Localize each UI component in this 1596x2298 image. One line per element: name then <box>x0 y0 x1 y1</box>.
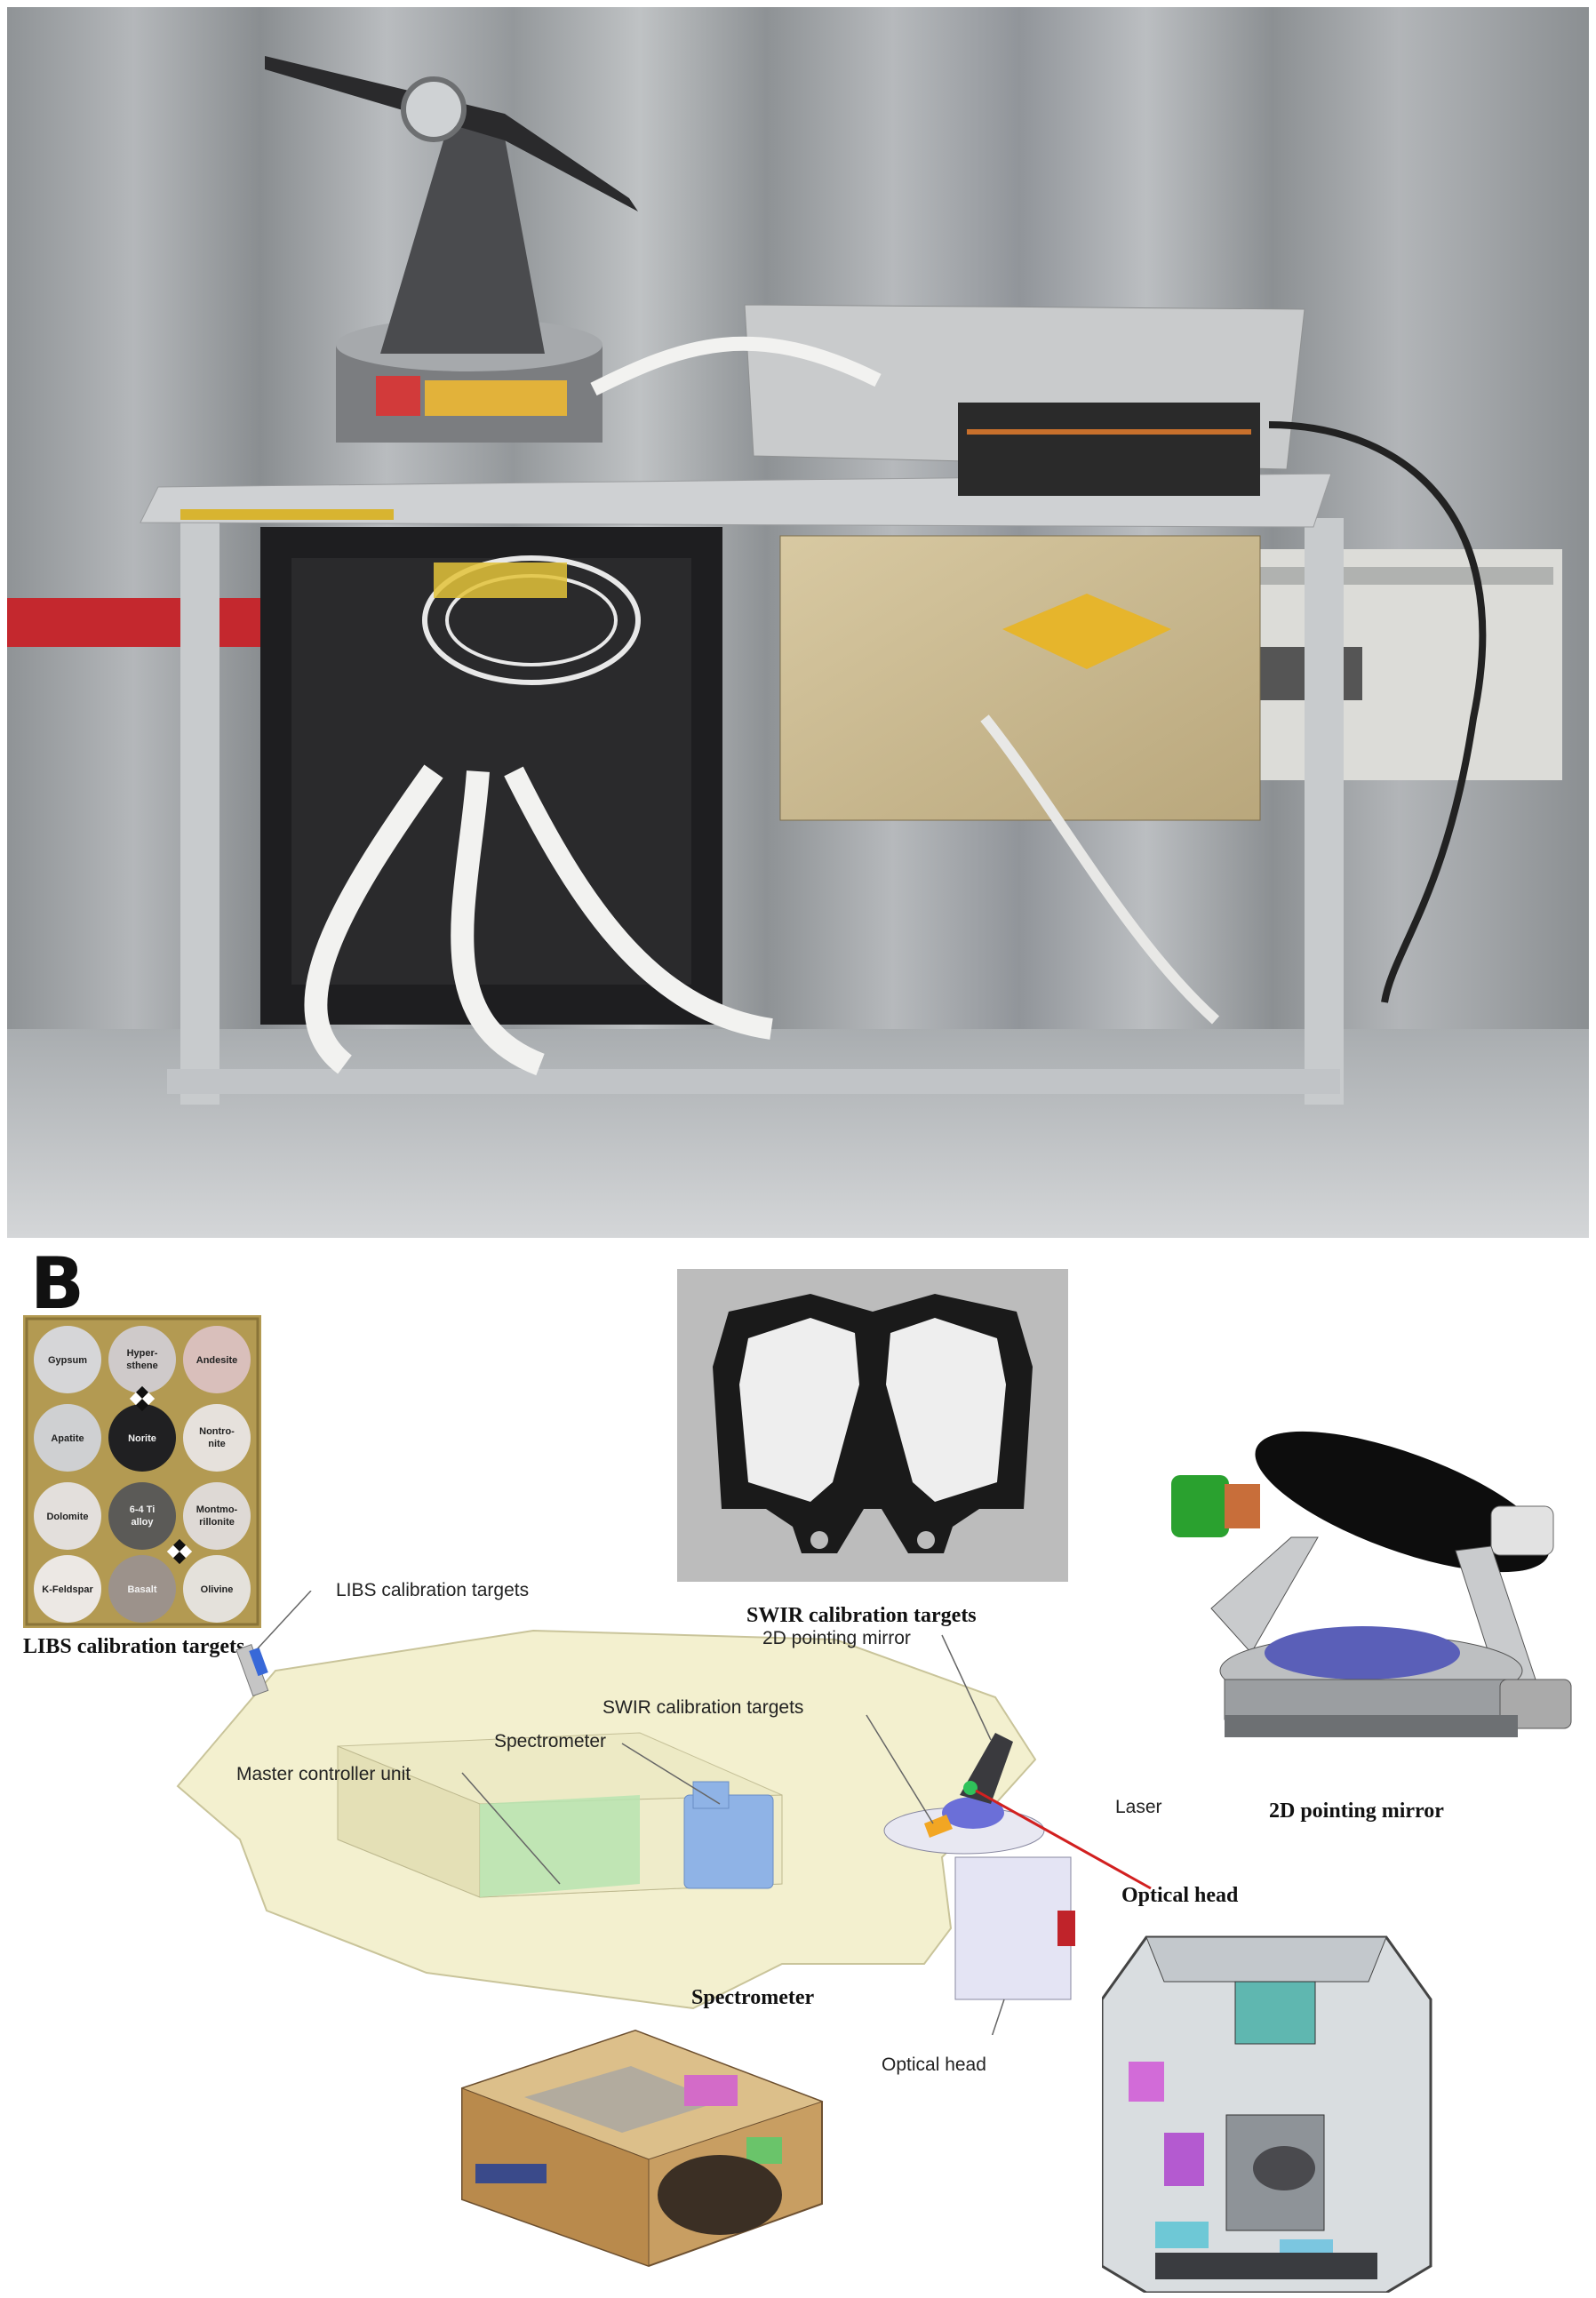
spectrometer-render <box>453 2013 831 2275</box>
callout-master-controller: Master controller unit <box>236 1764 411 1784</box>
callout-laser: Laser <box>1115 1797 1162 1817</box>
libs-target-label: alloy <box>131 1517 154 1528</box>
callout-optical-head: Optical head <box>882 2055 986 2075</box>
libs-target-label: Dolomite <box>46 1512 88 1522</box>
spectrometer-render-caption: Spectrometer <box>691 1986 815 2009</box>
rover-layout-diagram <box>176 1591 1152 2035</box>
libs-target-label: Nontro- <box>199 1426 235 1437</box>
swir-targets-photo <box>677 1269 1068 1582</box>
callout-swir-targets: SWIR calibration targets <box>602 1697 804 1718</box>
libs-target-label: K-Feldspar <box>42 1584 93 1595</box>
libs-target-label: rillonite <box>199 1517 235 1528</box>
libs-target-label: nite <box>208 1439 226 1449</box>
instrument-photo-drawing <box>7 7 1589 1238</box>
optical-head-caption: Optical head <box>1121 1884 1239 1907</box>
libs-target-label: Andesite <box>196 1355 237 1366</box>
mirror-render-caption: 2D pointing mirror <box>1269 1799 1444 1823</box>
libs-target-label: Basalt <box>127 1584 156 1595</box>
pointing-mirror-render <box>1162 1386 1580 1777</box>
callout-pointing-mirror: 2D pointing mirror <box>762 1628 911 1648</box>
libs-targets-photo: Gypsum Hyper- sthene Andesite Apatite No… <box>23 1315 261 1628</box>
libs-target-label: 6-4 Ti <box>130 1504 156 1515</box>
libs-target-label: Gypsum <box>48 1355 87 1366</box>
libs-target-label: Montmo- <box>196 1504 238 1515</box>
swir-photo-caption: SWIR calibration targets <box>746 1604 977 1627</box>
callout-spectrometer: Spectrometer <box>494 1731 607 1751</box>
libs-target-label: Hyper- <box>127 1348 158 1359</box>
instrument-photo <box>7 7 1589 1238</box>
libs-target-label: Apatite <box>51 1433 84 1444</box>
optical-head-render <box>1102 1919 1432 2293</box>
libs-target-label: Olivine <box>201 1584 234 1595</box>
panel-label-b: B <box>30 1242 84 1325</box>
libs-photo-caption: LIBS calibration targets <box>23 1635 245 1658</box>
libs-target-label: sthene <box>126 1360 157 1371</box>
libs-target-label: Norite <box>128 1433 156 1444</box>
callout-libs-targets: LIBS calibration targets <box>336 1580 530 1600</box>
